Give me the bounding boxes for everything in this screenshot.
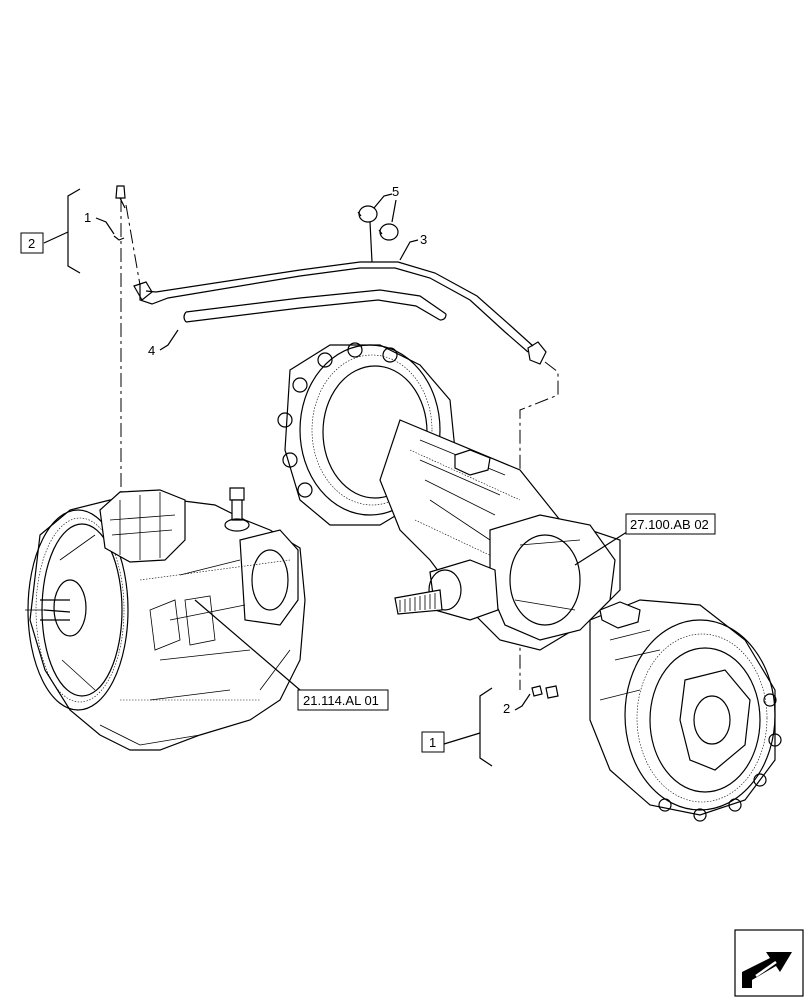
callout-1-top[interactable]: 1 [84, 210, 91, 225]
callout-box-1[interactable]: 1 [429, 735, 436, 750]
plug-item-2 [531, 685, 559, 699]
group-bracket-top-left: 2 1 [20, 188, 115, 274]
group-bracket-bottom: 1 [421, 687, 493, 767]
hose-item-3 [133, 261, 547, 365]
reference-axle[interactable]: 27.100.AB 02 [630, 517, 709, 532]
transmission-assembly [25, 487, 306, 751]
callout-4[interactable]: 4 [148, 343, 155, 358]
callout-box-2[interactable]: 2 [28, 236, 35, 251]
reference-transmission[interactable]: 21.114.AL 01 [303, 693, 379, 708]
connection-line-right [519, 361, 559, 690]
callout-5[interactable]: 5 [392, 184, 399, 199]
callout-3[interactable]: 3 [420, 232, 427, 247]
clamps-item-5 [357, 205, 399, 241]
next-page-arrow-icon[interactable] [734, 929, 804, 997]
tube-item-4 [183, 289, 447, 323]
fitting-item-1 [113, 185, 126, 241]
callout-2-bottom[interactable]: 2 [503, 701, 510, 716]
axle-assembly [277, 342, 782, 822]
